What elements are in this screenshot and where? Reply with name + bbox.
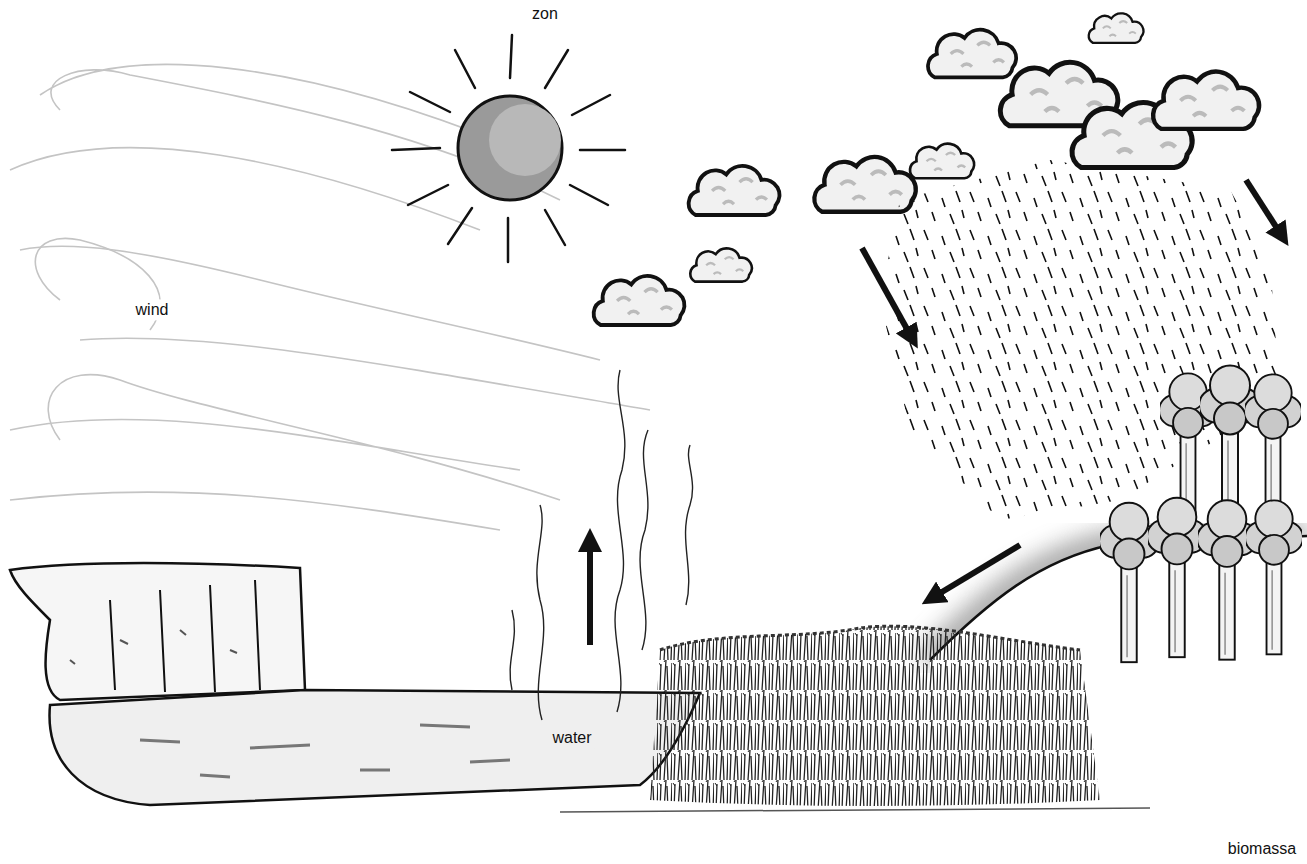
evaporation-lines [510,370,692,720]
part-label: zon [529,3,561,24]
part-label: water [549,727,594,748]
wind-swirls [10,64,650,530]
part-label: biomassa [1225,838,1299,859]
lake [50,690,700,805]
cliff [10,563,305,700]
trees-lower [1099,498,1303,662]
part-label: wind [133,299,172,320]
rain [880,160,1280,520]
flow-arrows [590,180,1282,645]
grass-field [560,626,1150,812]
sun [392,35,625,262]
